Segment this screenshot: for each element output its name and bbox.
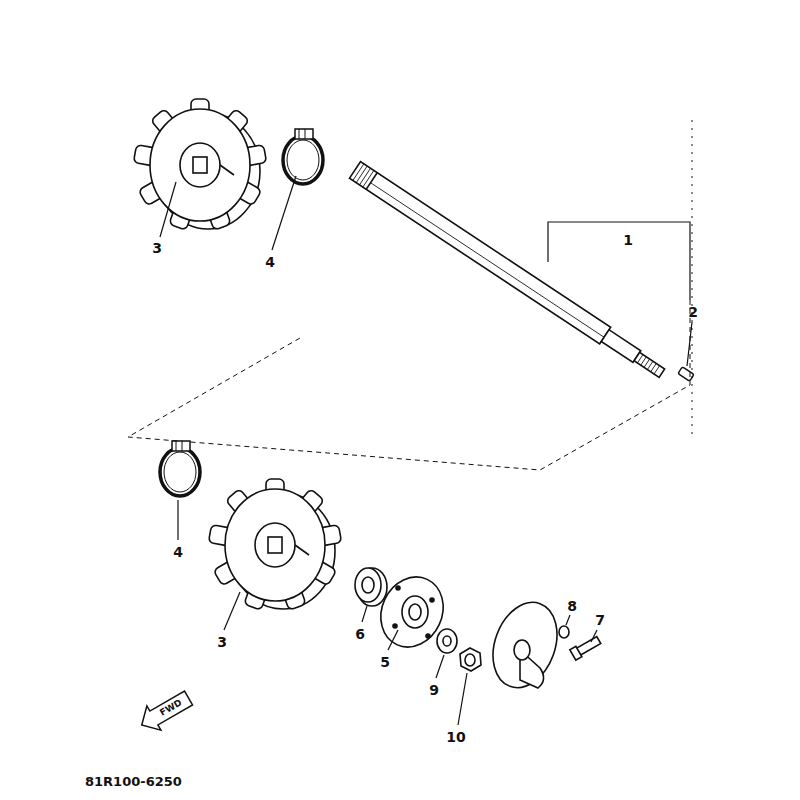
callout-number: 4	[265, 255, 275, 269]
callout-number: 7	[595, 613, 605, 627]
callout-number: 5	[380, 655, 390, 669]
callout-number: 4	[173, 545, 183, 559]
callout-number: 2	[688, 305, 698, 319]
callout-number: 8	[567, 599, 577, 613]
callout-number: 6	[355, 627, 365, 641]
callout-number: 1	[623, 233, 633, 247]
direction-label: FWD	[159, 698, 184, 718]
callout-number: 3	[152, 241, 162, 255]
callout-number: 9	[429, 683, 439, 697]
callout-number: 3	[217, 635, 227, 649]
callout-number: 10	[446, 730, 465, 744]
part-code: 81R100-6250	[85, 775, 182, 788]
